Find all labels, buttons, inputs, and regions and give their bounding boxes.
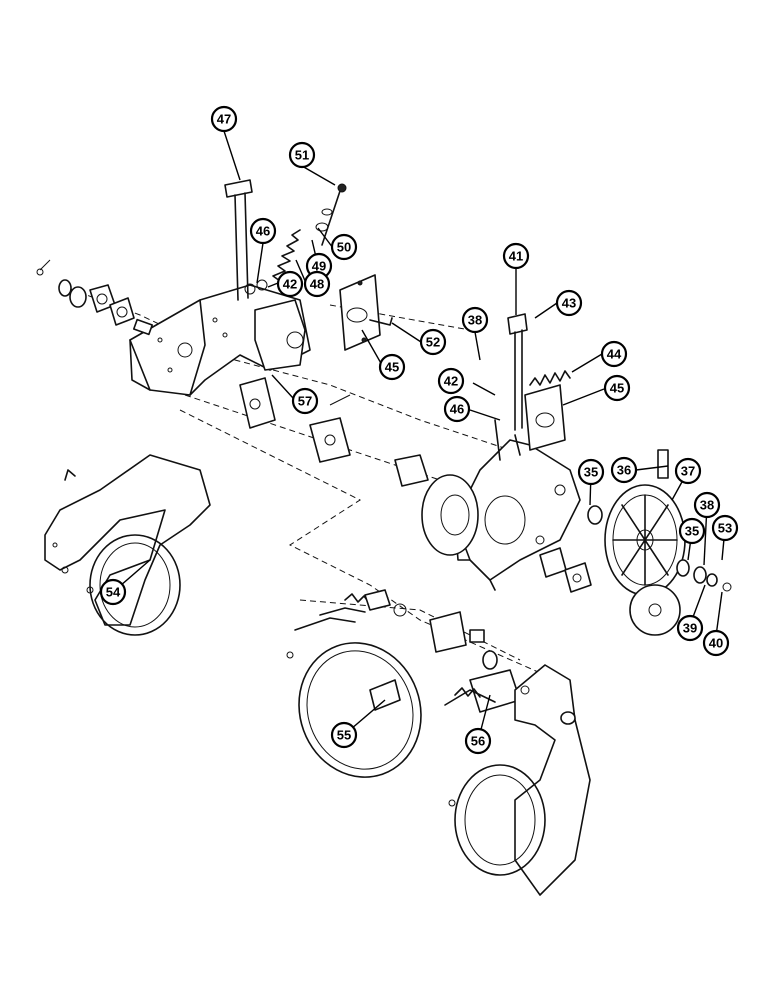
callout-38-lower: 38 bbox=[693, 491, 721, 519]
callout-46-lower: 46 bbox=[443, 395, 471, 423]
callout-46-lower-label: 46 bbox=[450, 402, 464, 417]
spring-assembly-part bbox=[244, 183, 347, 295]
callout-42-upper: 42 bbox=[276, 270, 304, 298]
callout-41: 41 bbox=[502, 242, 530, 270]
callout-56: 56 bbox=[464, 727, 492, 755]
callout-55-label: 55 bbox=[337, 728, 351, 743]
callout-52: 52 bbox=[419, 328, 447, 356]
callout-53-label: 53 bbox=[718, 521, 732, 536]
callout-38-upper: 38 bbox=[461, 306, 489, 334]
wheel-37-part bbox=[604, 484, 686, 596]
callout-48: 48 bbox=[303, 270, 331, 298]
callout-47-label: 47 bbox=[217, 112, 231, 127]
callout-35-upper-label: 35 bbox=[584, 465, 598, 480]
callout-52-label: 52 bbox=[426, 335, 440, 350]
callout-45-right: 45 bbox=[603, 374, 631, 402]
rod-41-part bbox=[507, 313, 528, 431]
callout-50-label: 50 bbox=[337, 240, 351, 255]
callout-55: 55 bbox=[330, 721, 358, 749]
callout-44: 44 bbox=[600, 340, 628, 368]
callout-40: 40 bbox=[702, 629, 730, 657]
callout-56-label: 56 bbox=[471, 734, 485, 749]
callout-35-lower: 35 bbox=[678, 517, 706, 545]
plate-45-left-part bbox=[339, 274, 393, 351]
callout-41-label: 41 bbox=[509, 249, 523, 264]
shaft-36-part bbox=[657, 449, 669, 479]
right-guard-lower-part bbox=[448, 664, 591, 896]
callout-37: 37 bbox=[674, 457, 702, 485]
callout-35-lower-label: 35 bbox=[685, 524, 699, 539]
rod-47-part bbox=[224, 179, 253, 301]
callout-36-label: 36 bbox=[617, 463, 631, 478]
callout-44-label: 44 bbox=[607, 347, 622, 362]
callout-51: 51 bbox=[288, 141, 316, 169]
callout-42-lower-label: 42 bbox=[444, 374, 458, 389]
callout-50: 50 bbox=[330, 233, 358, 261]
callout-46-upper: 46 bbox=[249, 217, 277, 245]
callout-36: 36 bbox=[610, 456, 638, 484]
callout-45-right-label: 45 bbox=[610, 381, 624, 396]
wheel-55-part bbox=[298, 642, 422, 778]
right-hardware bbox=[539, 505, 732, 593]
callout-40-label: 40 bbox=[709, 636, 723, 651]
leader-lines bbox=[112, 130, 726, 742]
callout-45-left: 45 bbox=[378, 353, 406, 381]
callout-54: 54 bbox=[99, 578, 127, 606]
callout-43: 43 bbox=[555, 289, 583, 317]
callout-49-label: 49 bbox=[312, 259, 326, 274]
callout-57-label: 57 bbox=[298, 394, 312, 409]
callout-47: 47 bbox=[210, 105, 238, 133]
left-bearing-parts bbox=[36, 259, 429, 487]
left-frame-bracket bbox=[129, 284, 311, 396]
callout-43-label: 43 bbox=[562, 296, 576, 311]
callout-38-lower-label: 38 bbox=[700, 498, 714, 513]
callout-42-lower: 42 bbox=[437, 367, 465, 395]
bracket-56-part bbox=[444, 669, 521, 713]
callout-35-upper: 35 bbox=[577, 458, 605, 486]
callout-38-upper-label: 38 bbox=[468, 313, 482, 328]
spring-44-part bbox=[529, 370, 571, 386]
callout-45-left-label: 45 bbox=[385, 360, 399, 375]
plate-45-right-part bbox=[524, 384, 566, 451]
callout-42-upper-label: 42 bbox=[283, 277, 297, 292]
left-guard-54-part bbox=[44, 454, 211, 636]
callout-39-label: 39 bbox=[683, 621, 697, 636]
callout-57: 57 bbox=[291, 387, 319, 415]
right-frame-bracket bbox=[421, 419, 581, 591]
callout-54-label: 54 bbox=[106, 585, 121, 600]
callout-46-upper-label: 46 bbox=[256, 224, 270, 239]
callout-53: 53 bbox=[711, 514, 739, 542]
callout-37-label: 37 bbox=[681, 464, 695, 479]
callout-51-label: 51 bbox=[295, 148, 309, 163]
callout-39: 39 bbox=[676, 614, 704, 642]
callout-48-label: 48 bbox=[310, 277, 324, 292]
sprocket-part bbox=[629, 584, 681, 636]
lower-assembly-parts bbox=[286, 589, 498, 670]
